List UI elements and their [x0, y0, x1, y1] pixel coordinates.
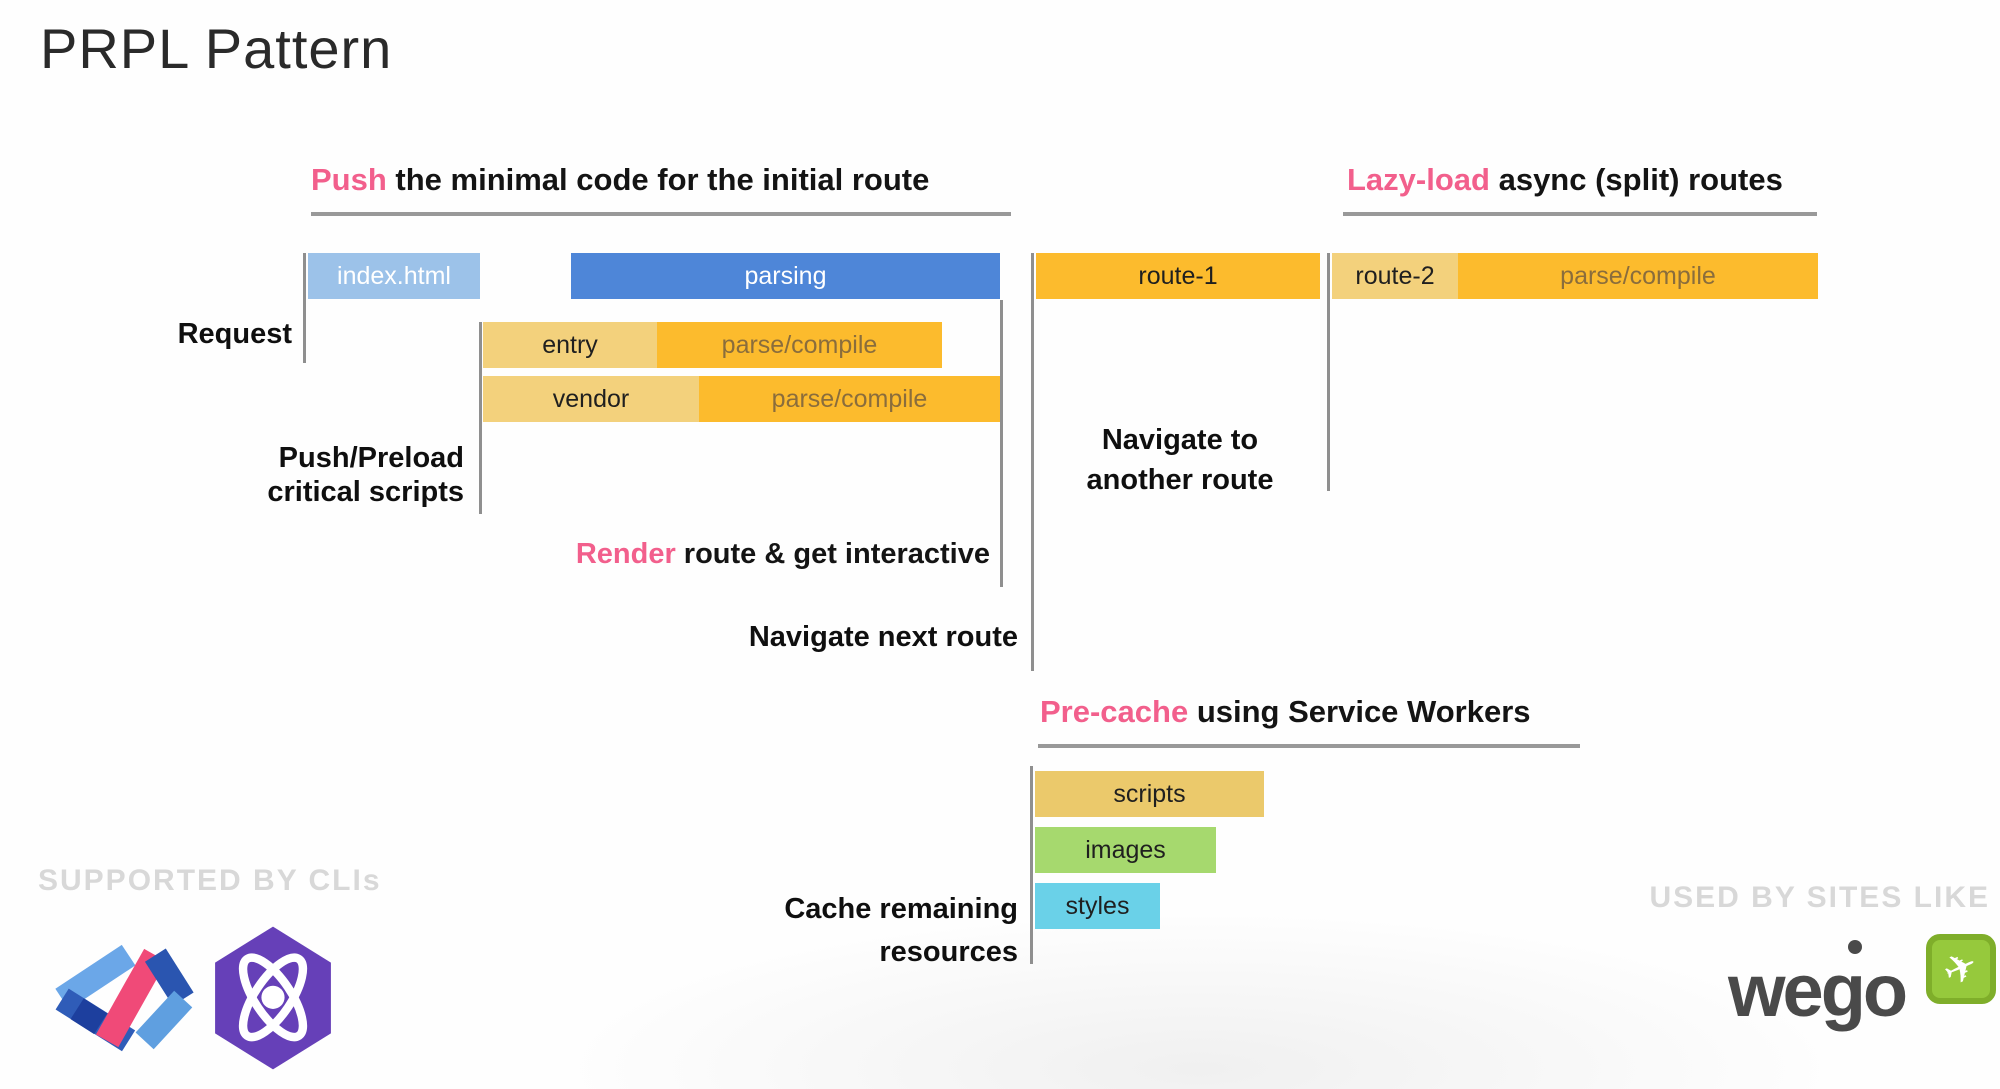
bar-entry: entry — [483, 322, 657, 368]
bar-route-1-label: route-1 — [1138, 261, 1218, 290]
bar-index-html: index.html — [308, 253, 480, 299]
push-preload-marker-line — [479, 322, 482, 514]
heading-pre-cache-highlight: Pre-cache — [1040, 694, 1189, 729]
bar-vendor-parse-compile-label: parse/compile — [771, 384, 928, 413]
request-marker-line — [303, 253, 306, 363]
heading-push-rest: the minimal code for the initial route — [386, 162, 930, 197]
bar-vendor-label: vendor — [552, 384, 630, 413]
bar-parsing: parsing — [571, 253, 1000, 299]
bar-entry-label: entry — [542, 330, 598, 359]
label-push-preload: Push/Preload critical scripts — [267, 442, 464, 508]
heading-pre-cache-rest: using Service Workers — [1188, 694, 1531, 729]
bar-entry-parse-compile: parse/compile — [657, 322, 942, 368]
heading-push-highlight: Push — [311, 162, 387, 197]
polymer-logo-icon — [55, 944, 194, 1052]
bar-index-html-label: index.html — [337, 261, 451, 290]
bar-styles-label: styles — [1065, 891, 1130, 920]
bar-vendor-parse-compile: parse/compile — [699, 376, 1000, 422]
navigate-next-marker-line — [1031, 253, 1034, 671]
label-cache-remaining: Cache remaining resources — [784, 893, 1018, 968]
bar-scripts-label: scripts — [1113, 779, 1186, 808]
bar-styles: styles — [1035, 883, 1160, 929]
lazy-load-underline — [1343, 212, 1817, 216]
pre-cache-underline — [1038, 744, 1580, 748]
bar-vendor: vendor — [483, 376, 699, 422]
bar-route-2-label: route-2 — [1355, 261, 1435, 290]
cache-marker-line — [1030, 766, 1033, 964]
heading-lazy-load-highlight: Lazy-load — [1347, 162, 1490, 197]
label-navigate-next: Navigate next route — [748, 621, 1018, 653]
background-shading — [550, 909, 1850, 1089]
heading-push: Push the minimal code for the initial ro… — [311, 162, 929, 198]
bar-entry-parse-compile-label: parse/compile — [721, 330, 878, 359]
bar-route-1: route-1 — [1036, 253, 1320, 299]
heading-lazy-load-rest: async (split) routes — [1489, 162, 1783, 197]
caption-used-by-sites: USED BY SITES LIKE — [1649, 881, 1990, 914]
wego-logo: wego ✈ — [1728, 934, 1998, 1078]
bar-route-2: route-2 — [1332, 253, 1458, 299]
push-underline — [311, 212, 1011, 216]
heading-pre-cache: Pre-cache using Service Workers — [1040, 694, 1531, 730]
render-marker-line — [1000, 300, 1003, 587]
page-title: PRPL Pattern — [40, 17, 393, 80]
wego-logo-dot — [1848, 940, 1862, 954]
bar-scripts: scripts — [1035, 771, 1264, 817]
heading-render-highlight: Render — [575, 538, 676, 570]
heading-render: Render route & get interactive — [0, 538, 990, 571]
wego-plane-icon: ✈ — [1926, 934, 1996, 1004]
wego-logo-text: wego — [1728, 949, 1908, 1032]
preact-logo-icon — [215, 926, 331, 1070]
heading-lazy-load: Lazy-load async (split) routes — [1347, 162, 1783, 198]
caption-supported-by-clis: SUPPORTED BY CLIs — [38, 864, 382, 897]
bar-route-2-parse-compile-label: parse/compile — [1560, 261, 1716, 290]
label-navigate-another: Navigate to another route — [1086, 424, 1274, 496]
navigate-another-marker-line — [1327, 253, 1330, 491]
heading-render-rest: route & get interactive — [675, 538, 990, 570]
label-request: Request — [177, 318, 292, 350]
bar-route-2-parse-compile: parse/compile — [1458, 253, 1818, 299]
bar-images: images — [1035, 827, 1216, 873]
bar-images-label: images — [1085, 835, 1166, 864]
bar-parsing-label: parsing — [744, 261, 827, 290]
